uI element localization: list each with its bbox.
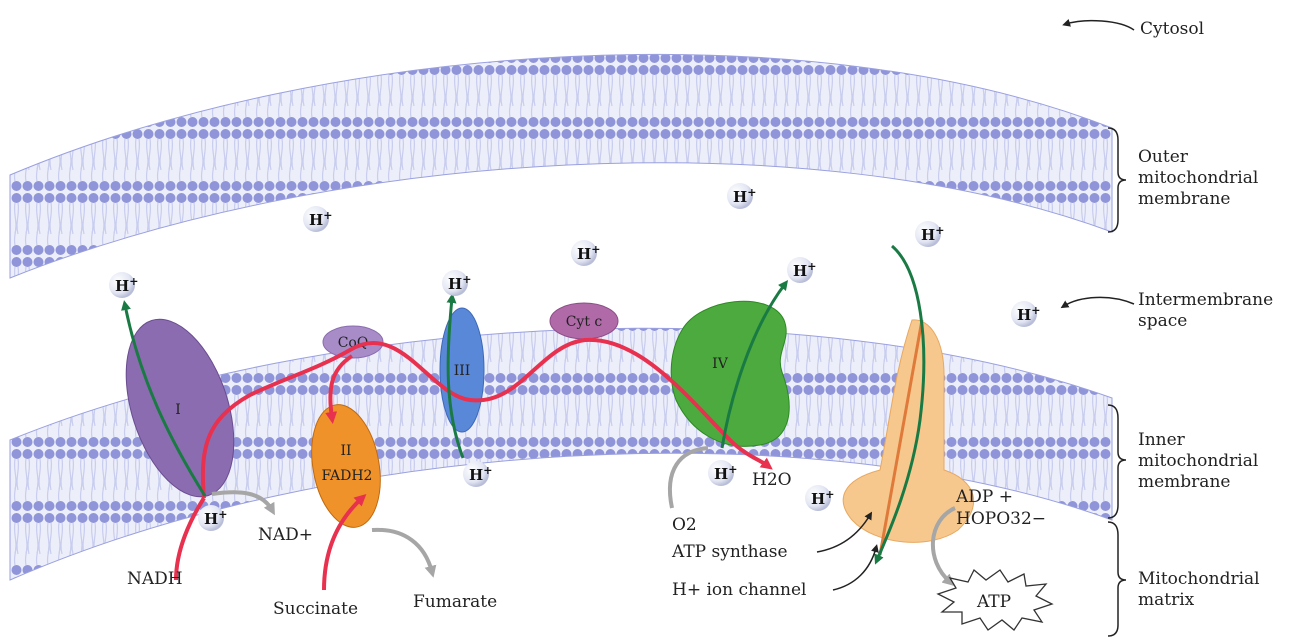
cytosol-pointer: [1066, 21, 1134, 30]
svg-text:H+: H+: [714, 463, 737, 483]
ion-channel-label: H+ ion channel: [672, 580, 807, 600]
nad-label: NAD+: [258, 525, 313, 545]
matrix-label: Mitochondrial matrix: [1138, 569, 1260, 611]
svg-text:H+: H+: [811, 488, 834, 508]
adp-label: ADP +: [956, 487, 1013, 507]
proton-ion: H+: [805, 485, 834, 511]
inner-membrane-label: Inner mitochondrial membrane: [1138, 430, 1258, 493]
phosphate-label: HOPO32−: [956, 509, 1046, 529]
fumarate-label: Fumarate: [413, 592, 497, 612]
outer-membrane: [10, 54, 1112, 278]
proton-ion: H+: [109, 272, 138, 298]
svg-text:H+: H+: [921, 224, 944, 244]
cytc-label: Cyt c: [566, 314, 603, 330]
svg-text:H+: H+: [469, 464, 492, 484]
svg-text:H+: H+: [1017, 304, 1040, 324]
proton-ion: H+: [463, 461, 492, 487]
intermembrane-label: Intermembrane space: [1138, 290, 1273, 332]
o2-label: O2: [672, 515, 697, 535]
proton-ion: H+: [571, 240, 600, 266]
outer-membrane-label: Outer mitochondrial membrane: [1138, 147, 1258, 210]
proton-ion: H+: [727, 183, 756, 209]
svg-text:H+: H+: [204, 508, 227, 528]
proton-ion: H+: [708, 460, 737, 486]
complex-2-cofactor: FADH2: [322, 468, 373, 484]
proton-ion: H+: [198, 505, 227, 531]
o2-arrow: [670, 448, 708, 508]
matrix-brace: [1108, 522, 1126, 636]
nadh-label: NADH: [127, 569, 183, 589]
complex-1-label: I: [175, 402, 181, 418]
proton-ion: H+: [787, 257, 816, 283]
proton-ion: H+: [303, 206, 332, 232]
atp-label: ATP: [976, 592, 1011, 612]
proton-ion: H+: [915, 221, 944, 247]
cytosol-label: Cytosol: [1140, 19, 1204, 40]
complex-3-label: III: [454, 363, 471, 379]
svg-text:H+: H+: [793, 260, 816, 280]
proton-ion: H+: [1011, 301, 1040, 327]
proton-ion: H+: [442, 270, 471, 296]
svg-text:H+: H+: [115, 275, 138, 295]
complex-4-label: IV: [712, 356, 729, 372]
atp-synthase-label: ATP synthase: [672, 542, 788, 562]
succinate-label: Succinate: [273, 599, 358, 619]
svg-text:H+: H+: [733, 186, 756, 206]
intermembrane-pointer: [1064, 297, 1134, 306]
svg-text:H+: H+: [577, 243, 600, 263]
complex-2-label: II: [340, 443, 351, 459]
svg-text:H+: H+: [309, 209, 332, 229]
h2o-label: H2O: [752, 470, 792, 490]
ion-channel-pointer: [833, 548, 876, 590]
fumarate-arrow: [372, 530, 432, 572]
svg-text:H+: H+: [448, 273, 471, 293]
